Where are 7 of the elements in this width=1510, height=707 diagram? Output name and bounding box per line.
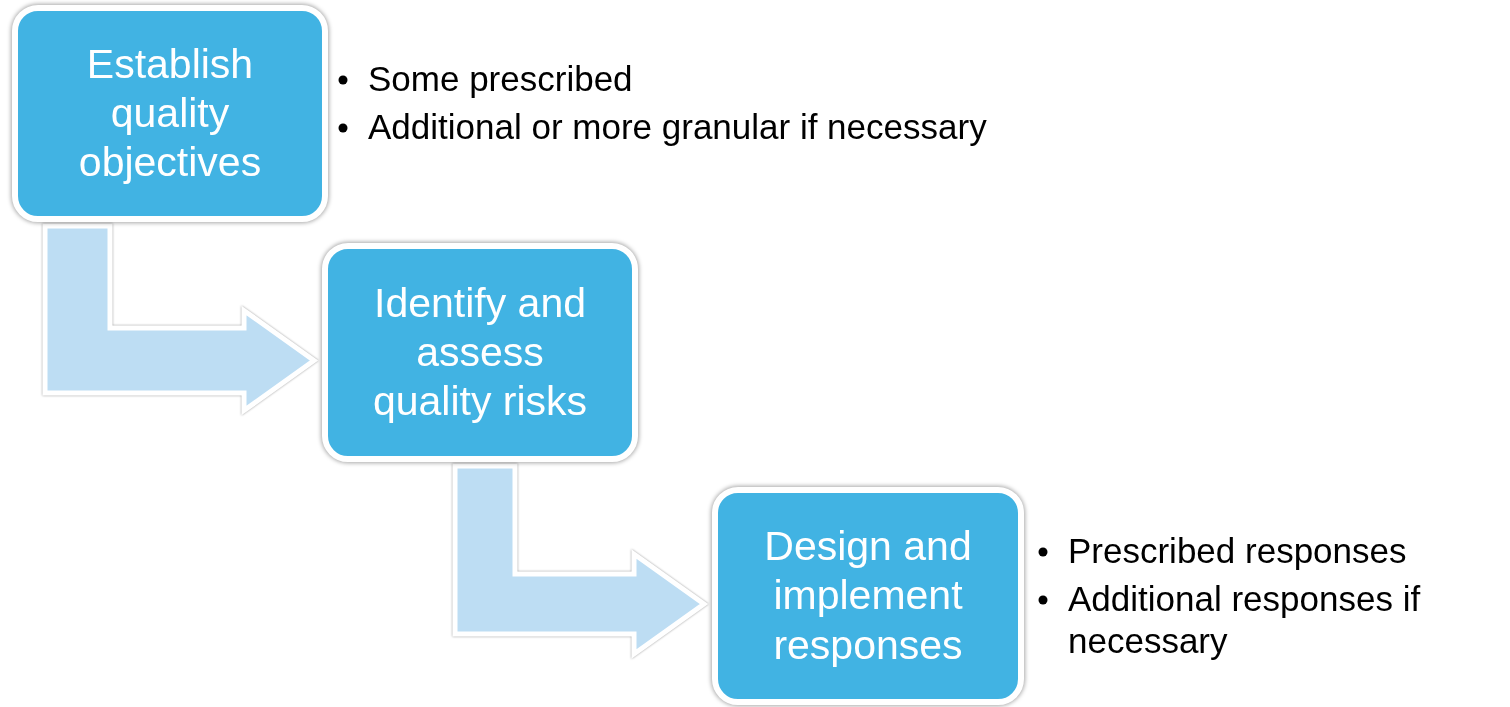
bullet-text: Additional or more granular if necessary xyxy=(368,106,988,148)
step-label: Design and implement responses xyxy=(763,522,973,670)
bullet-text: Prescribed responses xyxy=(1068,530,1408,572)
step-label: Establish quality objectives xyxy=(77,39,263,188)
step-label: Identify and assess quality risks xyxy=(371,278,589,427)
bullet-text: Some prescribed xyxy=(368,58,634,100)
bullet-text: Additional responses if necessary xyxy=(1068,578,1422,662)
